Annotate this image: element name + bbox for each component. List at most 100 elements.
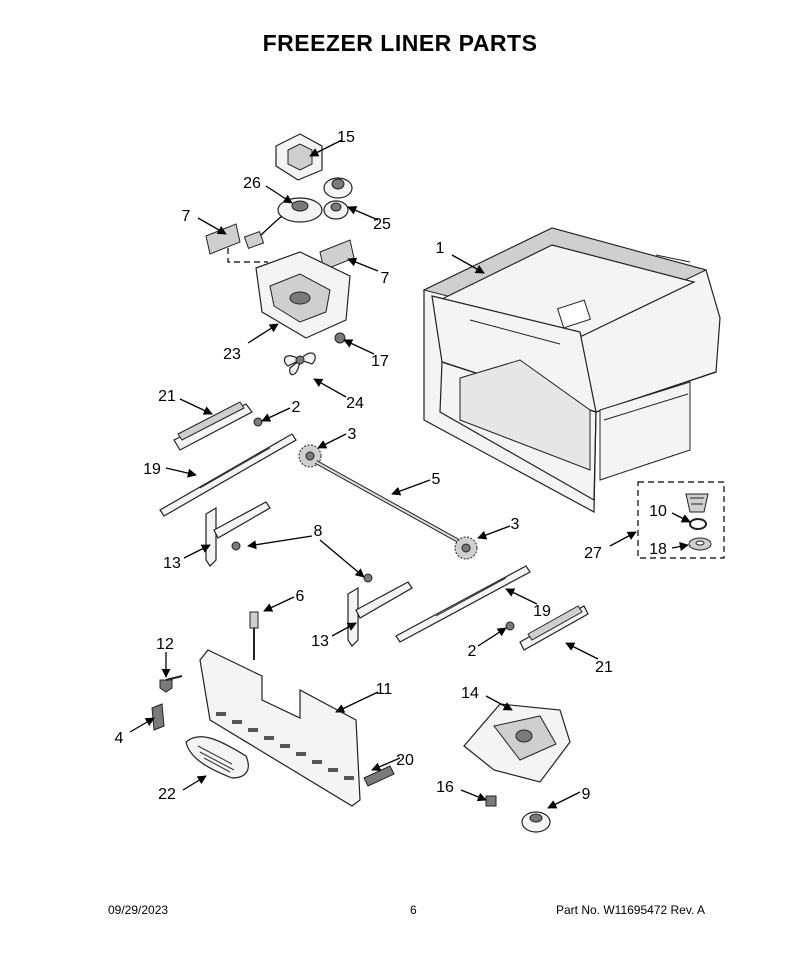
- callout-label-c5: 5: [432, 471, 441, 488]
- clip: [151, 703, 165, 731]
- callout-leader-c1: [451, 254, 485, 274]
- callout-leader-c27: [609, 531, 637, 547]
- control-housing: [463, 703, 571, 783]
- damper-knob: [521, 811, 551, 833]
- connector: [485, 795, 497, 807]
- washer: [688, 537, 712, 551]
- callout-leader-c21b: [565, 642, 599, 660]
- callout-leader-c14: [485, 695, 513, 711]
- callout-leader-c7b: [347, 257, 379, 272]
- pinion-gear-lower: [454, 536, 478, 560]
- damper-assembly: [323, 177, 353, 220]
- callout-label-c8: 8: [314, 523, 323, 540]
- callout-leader-c10: [671, 512, 691, 523]
- callout-leader-c5: [391, 479, 431, 496]
- pin: [249, 611, 259, 660]
- callout-leader-c4: [129, 717, 155, 733]
- callout-label-c17: 17: [371, 353, 389, 370]
- pinion-gear-upper: [298, 444, 322, 468]
- callout-leader-c9: [547, 791, 581, 809]
- callout-leader-c26: [265, 185, 293, 204]
- callout-leader-c2b: [477, 627, 507, 647]
- vent-grille: [185, 736, 249, 779]
- callout-label-c3b: 3: [511, 516, 520, 533]
- callout-label-c13a: 13: [163, 555, 181, 572]
- callout-label-c24: 24: [346, 395, 364, 412]
- callout-label-c14: 14: [461, 685, 479, 702]
- callout-leader-c24: [313, 378, 347, 398]
- screw: [334, 332, 346, 344]
- callout-label-c11: 11: [376, 681, 393, 698]
- callout-leader-c13a: [183, 544, 211, 559]
- callout-leader-c22: [182, 775, 207, 791]
- callout-leader-c8b: [319, 539, 365, 578]
- callout-label-c2a: 2: [292, 399, 301, 416]
- callout-leader-c23: [247, 323, 279, 344]
- drawer-bracket-right: [347, 573, 413, 647]
- callout-label-c4: 4: [115, 730, 124, 747]
- callout-label-c13b: 13: [311, 633, 329, 650]
- drawer-rail-right: [395, 565, 531, 643]
- cover-panel: [199, 649, 361, 807]
- callout-label-c25: 25: [373, 216, 391, 233]
- screw-lower: [505, 621, 515, 631]
- callout-leader-c20: [371, 757, 401, 771]
- callout-label-c15: 15: [337, 129, 355, 146]
- drawer-bracket-left: [205, 501, 271, 567]
- callout-label-c22: 22: [158, 786, 176, 803]
- callout-label-c26: 26: [243, 175, 261, 192]
- callout-label-c21b: 21: [595, 659, 613, 676]
- callout-leader-c18: [671, 542, 689, 551]
- callout-label-c10: 10: [649, 503, 667, 520]
- callout-label-c19a: 19: [143, 461, 161, 478]
- callout-leader-c11: [335, 691, 379, 713]
- callout-leader-c19b: [505, 588, 538, 605]
- o-ring: [689, 518, 707, 530]
- callout-label-c7b: 7: [381, 270, 390, 287]
- callout-label-c9: 9: [582, 786, 591, 803]
- slide-bracket-left: [173, 401, 253, 451]
- callout-leader-c21a: [179, 398, 213, 415]
- callout-leader-c16: [460, 789, 487, 802]
- fan-bracket: [275, 133, 323, 181]
- callout-leader-c19a: [165, 467, 197, 478]
- fan-motor: [243, 197, 323, 250]
- callout-label-c2b: 2: [468, 643, 477, 660]
- callout-label-c1: 1: [436, 240, 445, 257]
- fan-blade: [283, 352, 316, 376]
- callout-label-c23: 23: [223, 346, 241, 363]
- callout-label-c7a: 7: [182, 208, 191, 225]
- kit-group-box: [637, 481, 725, 559]
- callout-label-c19b: 19: [533, 603, 551, 620]
- callout-label-c20: 20: [396, 752, 414, 769]
- callout-leader-c3b: [477, 525, 511, 540]
- callout-leader-c8: [247, 535, 313, 550]
- page-title: FREEZER LINER PARTS: [262, 30, 538, 56]
- callout-leader-c15: [309, 139, 343, 157]
- drawer-rail-left: [159, 433, 297, 517]
- footer-date: 09/29/2023: [108, 903, 169, 917]
- callout-label-c18: 18: [649, 541, 667, 558]
- callout-label-c21a: 21: [158, 388, 176, 405]
- callout-label-c12: 12: [156, 636, 174, 653]
- callout-leader-c3a: [317, 433, 347, 449]
- freezer-liner: [422, 227, 721, 513]
- callout-leader-c13b: [331, 622, 357, 637]
- foam-strip: [363, 765, 395, 787]
- callout-label-c27: 27: [584, 545, 602, 562]
- callout-label-c6: 6: [296, 588, 305, 605]
- callout-label-c16: 16: [436, 779, 454, 796]
- screw-upper: [253, 417, 263, 427]
- callout-leader-c25: [347, 206, 379, 221]
- screw-12: [159, 675, 183, 693]
- foam-pad-left: [205, 223, 241, 255]
- callout-leader-c2a: [261, 407, 291, 422]
- footer-page-number: 6: [410, 903, 417, 917]
- footer-part-number: Part No. W11695472 Rev. A: [556, 903, 705, 917]
- valve-cap: [685, 493, 709, 513]
- callout-leader-c6: [263, 596, 295, 612]
- callout-label-c3a: 3: [348, 426, 357, 443]
- callout-leader-c7a: [197, 217, 227, 235]
